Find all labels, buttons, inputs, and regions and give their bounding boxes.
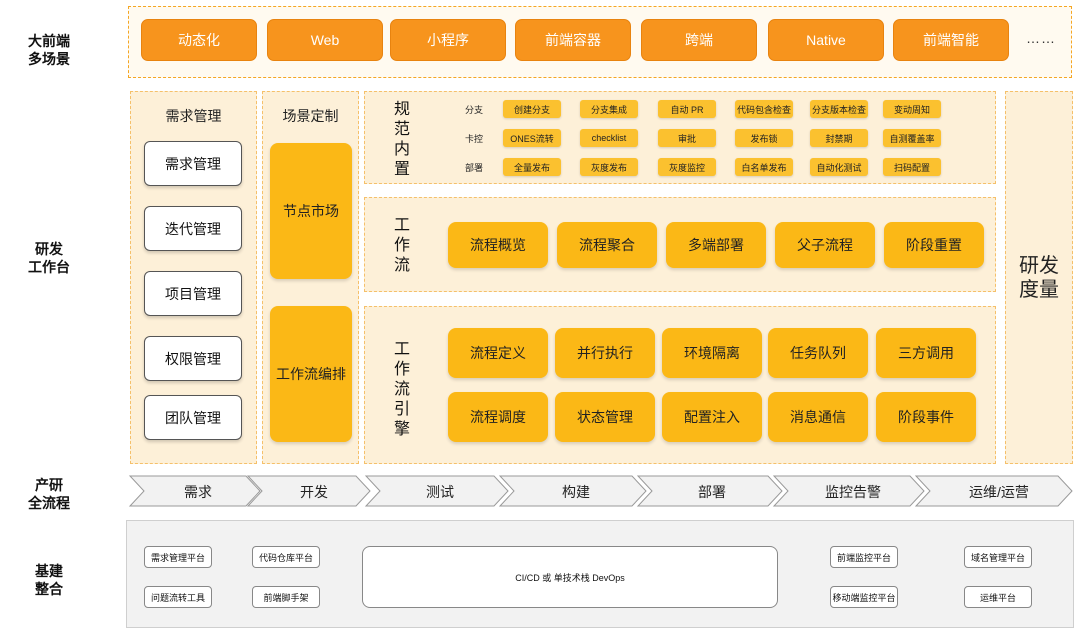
- engine-title: 工作流引擎: [393, 341, 410, 438]
- pipeline-stage-monitor: 监控告警: [825, 484, 881, 500]
- engine-item-task-queue[interactable]: 任务队列: [768, 328, 868, 378]
- infra-cicd-devops[interactable]: CI/CD 或 单技术栈 DevOps: [362, 546, 778, 608]
- workflow-title: 工作流: [393, 217, 410, 274]
- scene-workflow-orchestration[interactable]: 工作流编排: [270, 306, 352, 442]
- row-label-infra: 基建 整合: [35, 563, 63, 597]
- pipeline-stage-demand: 需求: [184, 484, 212, 500]
- workflow-item-multi-deploy[interactable]: 多端部署: [666, 222, 766, 268]
- metrics-panel: [1005, 91, 1073, 464]
- norm-tag-release-lock[interactable]: 发布锁: [735, 129, 793, 147]
- infra-frontend-monitor[interactable]: 前端监控平台: [830, 546, 898, 568]
- norm-tag-code-include-check[interactable]: 代码包含检查: [735, 100, 793, 118]
- infra-frontend-scaffold[interactable]: 前端脚手架: [252, 586, 320, 608]
- workflow-item-aggregation[interactable]: 流程聚合: [557, 222, 657, 268]
- demand-mgmt-item-team[interactable]: 团队管理: [144, 395, 242, 440]
- frontend-item-native[interactable]: Native: [768, 19, 884, 61]
- engine-item-stage-event[interactable]: 阶段事件: [876, 392, 976, 442]
- chevron-stage-dev: [246, 475, 371, 507]
- infra-code-repo-platform[interactable]: 代码仓库平台: [252, 546, 320, 568]
- chevron-stage-test: [364, 475, 509, 507]
- demand-mgmt-item-project[interactable]: 项目管理: [144, 271, 242, 316]
- demand-mgmt-item-permission[interactable]: 权限管理: [144, 336, 242, 381]
- demand-mgmt-item-demand[interactable]: 需求管理: [144, 141, 242, 186]
- engine-item-third-party-call[interactable]: 三方调用: [876, 328, 976, 378]
- workflow-item-overview[interactable]: 流程概览: [448, 222, 548, 268]
- frontend-item-miniprogram[interactable]: 小程序: [390, 19, 506, 61]
- frontend-item-crossplatform[interactable]: 跨端: [641, 19, 757, 61]
- engine-item-process-schedule[interactable]: 流程调度: [448, 392, 548, 442]
- norms-row-label-deploy: 部署: [465, 163, 484, 173]
- norm-tag-auto-pr[interactable]: 自动 PR: [658, 100, 716, 118]
- norm-tag-approval[interactable]: 审批: [658, 129, 716, 147]
- norm-tag-full-release[interactable]: 全量发布: [503, 158, 561, 176]
- row-label-process: 产研 全流程: [28, 477, 70, 511]
- norm-tag-branch-version-check[interactable]: 分支版本检查: [810, 100, 868, 118]
- pipeline-chevrons: [128, 475, 1073, 507]
- engine-item-state-mgmt[interactable]: 状态管理: [555, 392, 655, 442]
- norm-tag-create-branch[interactable]: 创建分支: [503, 100, 561, 118]
- norm-tag-branch-integration[interactable]: 分支集成: [580, 100, 638, 118]
- demand-mgmt-title: 需求管理: [165, 108, 222, 124]
- chevron-stage-demand: [128, 475, 261, 507]
- norm-tag-scan-config[interactable]: 扫码配置: [883, 158, 941, 176]
- engine-item-env-isolation[interactable]: 环境隔离: [662, 328, 762, 378]
- norm-tag-change-notify[interactable]: 变动周知: [883, 100, 941, 118]
- norm-tag-checklist[interactable]: checklist: [580, 129, 638, 147]
- norm-tag-whitelist-release[interactable]: 白名单发布: [735, 158, 793, 176]
- infra-mobile-monitor[interactable]: 移动端监控平台: [830, 586, 898, 608]
- row-label-frontend-scenes: 大前端 多场景: [28, 33, 70, 67]
- norm-tag-ban-period[interactable]: 封禁期: [810, 129, 868, 147]
- frontend-more-ellipsis: ……: [1026, 30, 1056, 46]
- chevron-stage-ops: [914, 475, 1073, 507]
- scene-custom-title: 场景定制: [282, 108, 339, 124]
- norms-title: 规范内置: [393, 101, 410, 178]
- norms-row-label-branch: 分支: [465, 105, 484, 115]
- pipeline-stage-ops: 运维/运营: [969, 484, 1029, 500]
- norm-tag-ones-flow[interactable]: ONES流转: [503, 129, 561, 147]
- chevron-stage-build: [498, 475, 647, 507]
- frontend-item-intelligence[interactable]: 前端智能: [893, 19, 1009, 61]
- norm-tag-gray-release[interactable]: 灰度发布: [580, 158, 638, 176]
- norm-tag-self-test-coverage[interactable]: 自测覆盖率: [883, 129, 941, 147]
- frontend-item-container[interactable]: 前端容器: [515, 19, 631, 61]
- infra-issue-flow-tool[interactable]: 问题流转工具: [144, 586, 212, 608]
- infra-domain-mgmt[interactable]: 域名管理平台: [964, 546, 1032, 568]
- pipeline-stage-deploy: 部署: [698, 484, 726, 500]
- engine-item-parallel-exec[interactable]: 并行执行: [555, 328, 655, 378]
- norm-tag-auto-test[interactable]: 自动化测试: [810, 158, 868, 176]
- chevron-stage-monitor: [772, 475, 925, 507]
- engine-item-config-inject[interactable]: 配置注入: [662, 392, 762, 442]
- demand-mgmt-item-iteration[interactable]: 迭代管理: [144, 206, 242, 251]
- infra-ops-platform[interactable]: 运维平台: [964, 586, 1032, 608]
- workflow-item-parent-child[interactable]: 父子流程: [775, 222, 875, 268]
- pipeline-stage-test: 测试: [426, 484, 454, 500]
- scene-node-market[interactable]: 节点市场: [270, 143, 352, 279]
- norms-row-label-control: 卡控: [465, 134, 484, 144]
- engine-item-message-comm[interactable]: 消息通信: [768, 392, 868, 442]
- norm-tag-gray-monitor[interactable]: 灰度监控: [658, 158, 716, 176]
- row-label-workbench: 研发 工作台: [28, 241, 70, 275]
- pipeline-stage-dev: 开发: [300, 484, 328, 500]
- chevron-stage-deploy: [636, 475, 783, 507]
- workflow-item-stage-reset[interactable]: 阶段重置: [884, 222, 984, 268]
- pipeline-stage-build: 构建: [562, 484, 590, 500]
- metrics-title: 研发 度量: [1019, 255, 1059, 301]
- engine-item-process-def[interactable]: 流程定义: [448, 328, 548, 378]
- frontend-item-web[interactable]: Web: [267, 19, 383, 61]
- frontend-item-dynamic[interactable]: 动态化: [141, 19, 257, 61]
- infra-demand-platform[interactable]: 需求管理平台: [144, 546, 212, 568]
